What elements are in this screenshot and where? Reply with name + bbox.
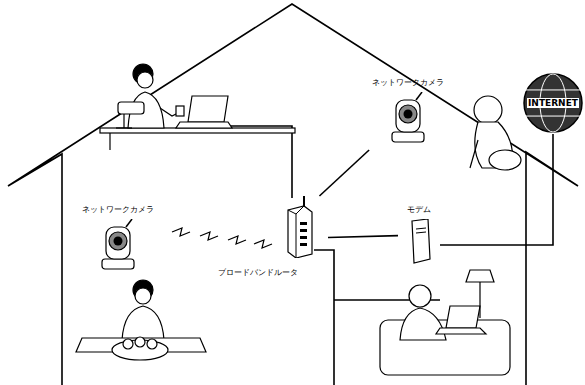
device-label: モデム (407, 205, 431, 215)
device-label: ネットワークカメラ (372, 78, 444, 88)
camera-base (392, 132, 424, 142)
globe-parallel (524, 89, 582, 90)
house-outline (8, 4, 578, 385)
router-edge (288, 210, 296, 214)
modem-slot (416, 232, 426, 233)
camera-body (106, 227, 130, 259)
modem-slot (416, 228, 426, 229)
wireless-signal (172, 228, 272, 248)
router-led (300, 243, 307, 246)
globe-parallel (524, 116, 582, 117)
router-case (288, 206, 312, 258)
globe-label: INTERNET (527, 98, 579, 108)
camera-antenna (416, 92, 422, 100)
globe-sphere (524, 74, 582, 132)
router-icon (284, 196, 316, 258)
woman-at-desk (100, 64, 295, 150)
broadband-router: ブロードバンドルータ (218, 196, 328, 282)
man-with-laptop (380, 270, 510, 375)
network-cable (319, 150, 369, 196)
router-led (300, 236, 307, 239)
camera-lens-ring (109, 232, 127, 250)
router-edge (296, 206, 304, 214)
router-led (300, 222, 307, 225)
network-cable (328, 236, 398, 238)
modem: モデム (398, 205, 440, 265)
device-label: ブロードバンドルータ (218, 268, 298, 278)
device-label: ネットワークカメラ (82, 205, 154, 215)
camera-icon (388, 92, 428, 146)
camera-lens (114, 237, 123, 246)
network-camera: ネットワークカメラ (362, 78, 454, 150)
router-edge (296, 214, 297, 258)
network-camera: ネットワークカメラ (72, 205, 164, 275)
router-led (300, 229, 307, 232)
camera-antenna (126, 219, 132, 227)
camera-icon (98, 219, 138, 273)
camera-lens (404, 110, 413, 119)
baby (470, 96, 521, 170)
camera-lens-ring (399, 105, 417, 123)
modem-case (412, 219, 430, 263)
internet-globe: INTERNET (522, 72, 584, 134)
camera-base (102, 259, 134, 269)
woman-cooking (76, 280, 206, 360)
network-cable (440, 134, 553, 245)
modem-icon (406, 219, 432, 265)
camera-body (396, 100, 420, 132)
